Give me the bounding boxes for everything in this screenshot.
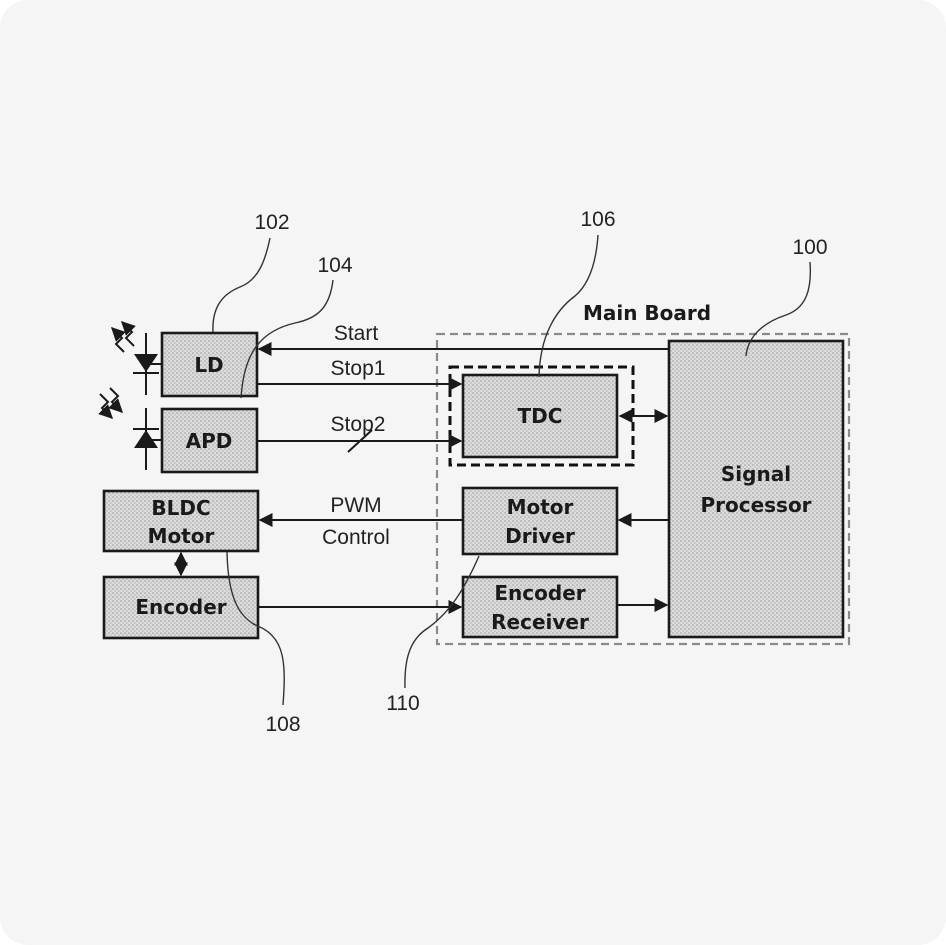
stop2-bus-slash [347,429,373,453]
ref-100-leader [745,261,812,357]
motor-driver-block: Motor Driver [461,486,619,556]
motor-driver-label-line1: Motor [507,495,574,519]
pwm-signal-label: PWM [330,494,381,517]
stop1-signal-label: Stop1 [331,357,386,380]
signal-processor-label-line1: Signal [721,462,791,486]
ref-106-label: 106 [580,208,615,231]
ref-106-leader [538,234,599,378]
ref-110-leader [404,555,480,689]
control-signal-label: Control [322,526,390,549]
main-board-boundary [435,332,851,646]
ref-102-label: 102 [254,211,289,234]
laser-diode-icon [111,321,162,395]
bldc-motor-block: BLDC Motor [102,489,260,553]
motor-driver-label-line2: Driver [505,524,575,548]
stop2-signal-label: Stop2 [331,413,386,436]
ref-102-leader [212,237,271,333]
bldc-motor-label-line2: Motor [148,524,215,548]
apd-block: APD [160,407,259,474]
start-signal-label: Start [334,322,379,345]
tdc-label: TDC [518,404,563,428]
encoder-receiver-label-line1: Encoder [494,581,585,605]
encoder-label: Encoder [135,595,226,619]
ld-label: LD [194,353,223,377]
tdc-block: TDC [461,373,619,459]
photodiode-icon [98,387,162,470]
signal-processor-block: Signal Processor [667,339,845,639]
apd-label: APD [186,429,233,453]
ref-104-label: 104 [317,254,352,277]
ld-block: LD [160,331,259,398]
ref-104-leader [240,279,334,399]
encoder-block: Encoder [102,575,260,640]
encoder-receiver-label-line2: Receiver [491,610,589,634]
signal-processor-label-line2: Processor [700,493,811,517]
bldc-motor-label-line1: BLDC [151,496,210,520]
main-board-title: Main Board [583,301,711,325]
encoder-receiver-block: Encoder Receiver [461,575,619,639]
ref-108-label: 108 [265,713,300,736]
ref-108-leader [226,551,285,706]
ref-110-label: 110 [386,692,419,715]
ref-100-label: 100 [792,236,827,259]
